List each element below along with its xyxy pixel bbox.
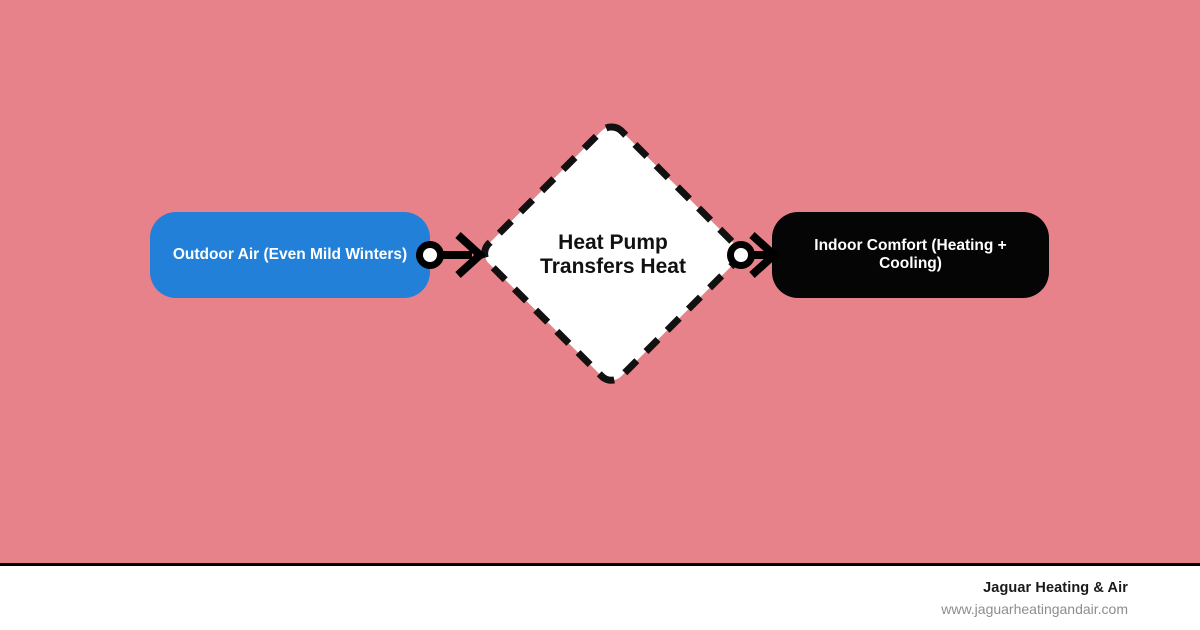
connector-arrowhead-icon (749, 232, 780, 278)
footer-website-url[interactable]: www.jaguarheatingandair.com (941, 601, 1128, 617)
footer-brand-name: Jaguar Heating & Air (983, 580, 1128, 596)
flowchart-svg (150, 123, 1049, 384)
connector-source-to-process[interactable] (416, 232, 486, 278)
footer-divider (0, 563, 1200, 566)
node-outdoor-air-shape[interactable] (150, 212, 430, 298)
node-heat-pump-label: Heat Pump Transfers Heat (540, 230, 686, 278)
diagram-canvas: Outdoor Air (Even Mild Winters) Heat Pum… (0, 0, 1200, 563)
node-indoor-comfort-shape[interactable] (772, 212, 1049, 298)
footer-bar: Jaguar Heating & Air www.jaguarheatingan… (0, 566, 1200, 630)
connector-start-dot-icon (416, 241, 444, 269)
connector-arrowhead-icon (455, 232, 486, 278)
connector-process-to-target[interactable] (727, 232, 780, 278)
node-indoor-comfort-label: Indoor Comfort (Heating + Cooling) (814, 236, 1007, 272)
footer-content: Jaguar Heating & Air www.jaguarheatingan… (941, 578, 1128, 619)
connector-start-dot-icon (727, 241, 755, 269)
node-heat-pump-shape[interactable] (481, 123, 742, 384)
node-outdoor-air-label: Outdoor Air (Even Mild Winters) (172, 245, 408, 263)
